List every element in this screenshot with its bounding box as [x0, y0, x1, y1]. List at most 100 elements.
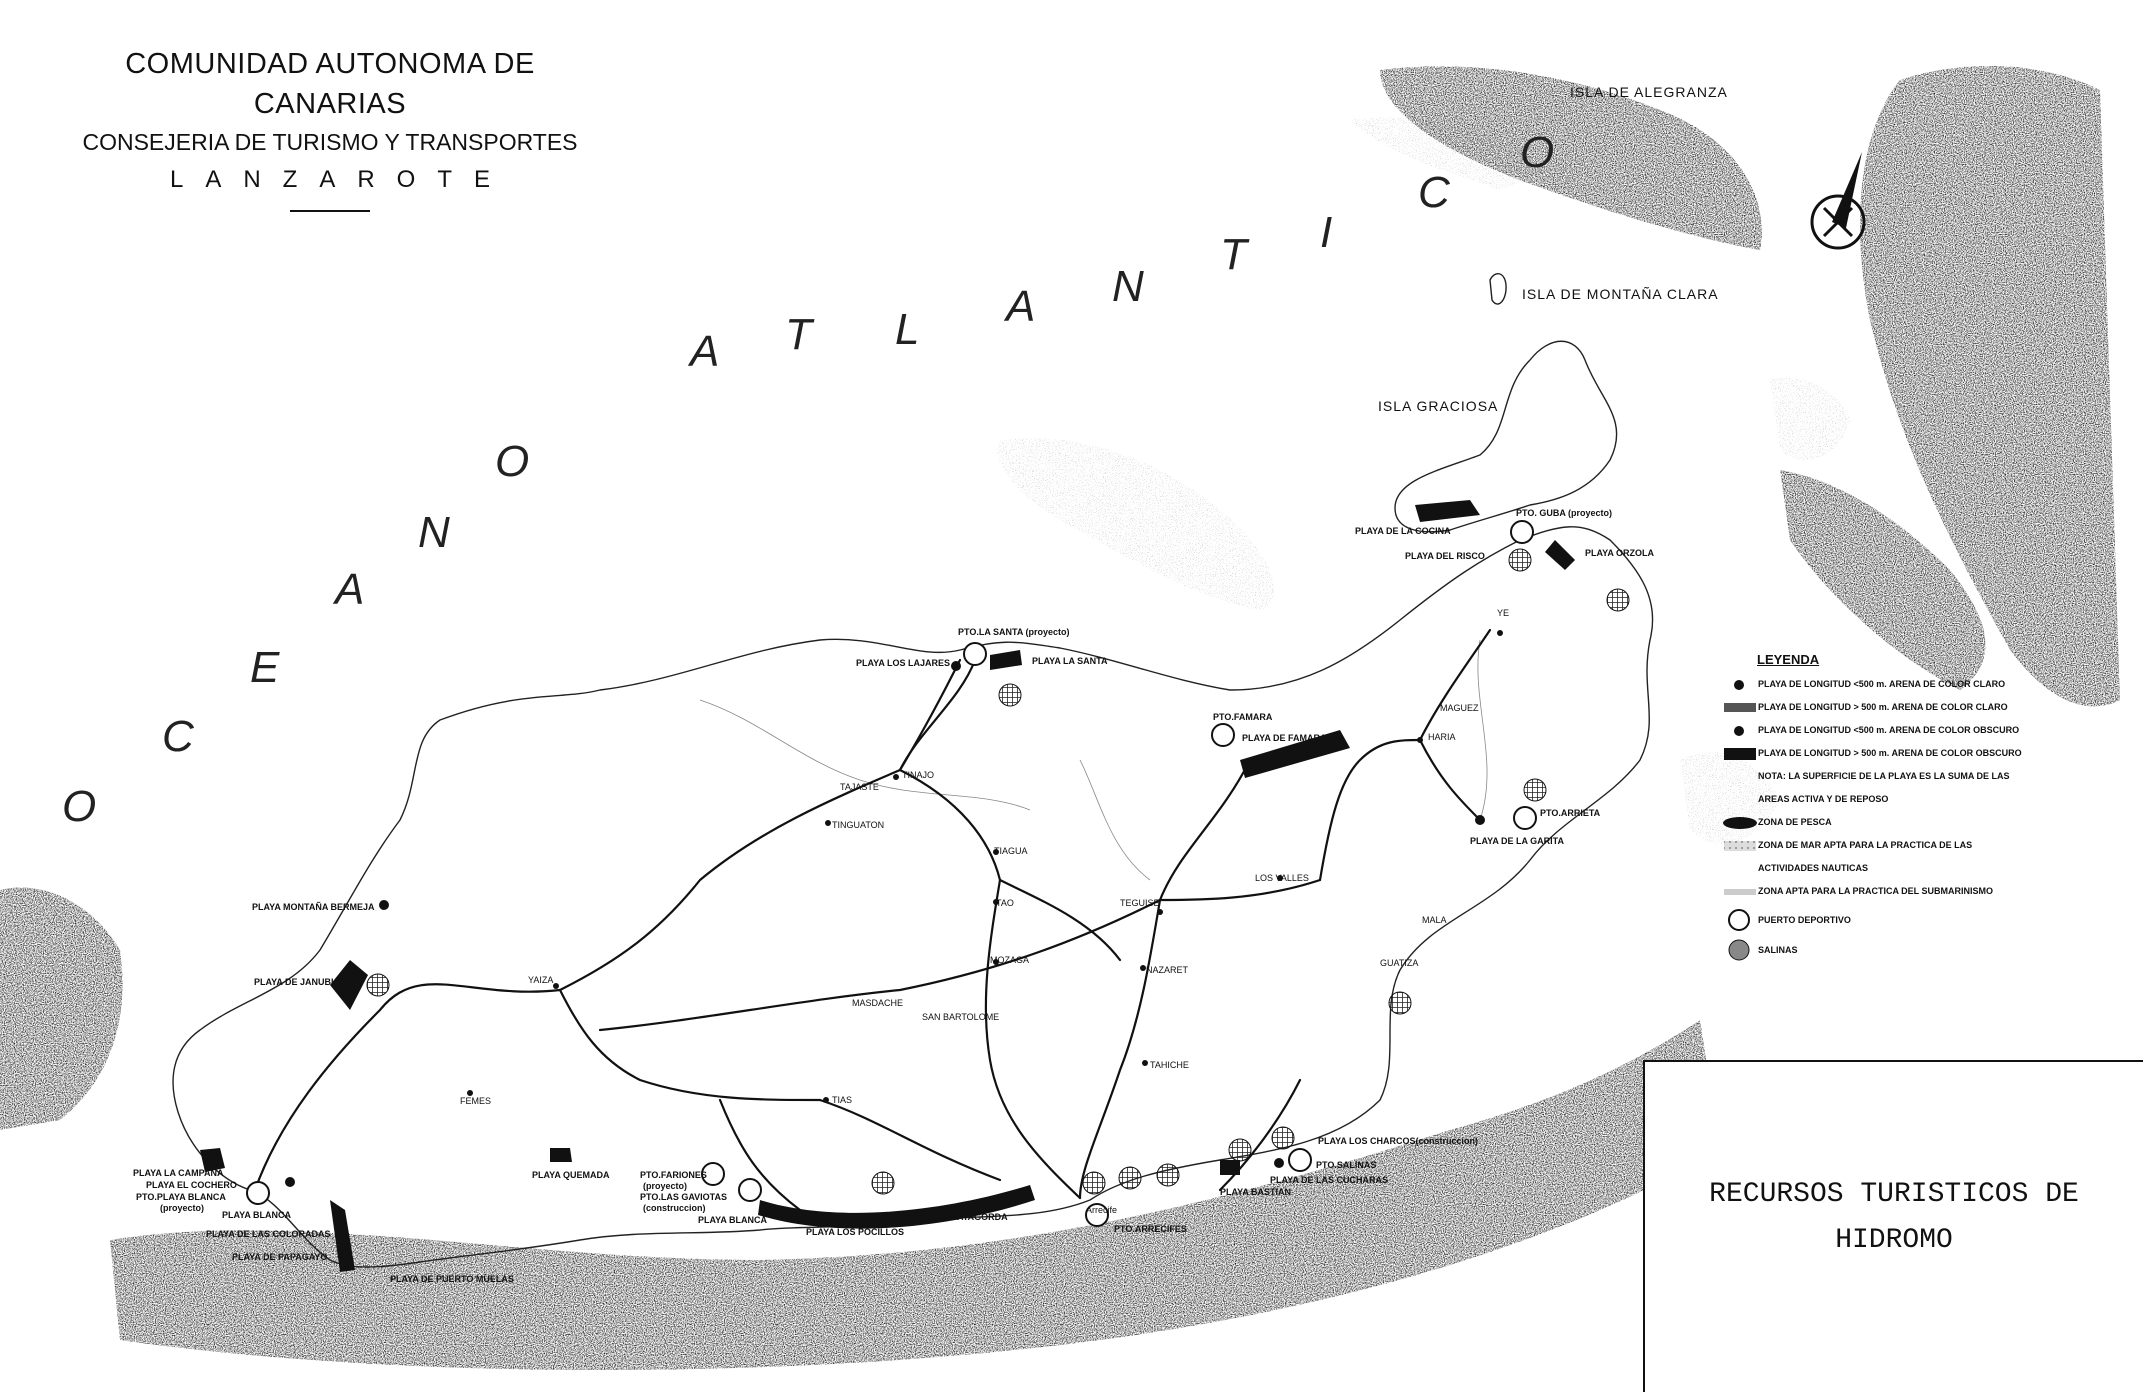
marinas	[246, 520, 1537, 1227]
label-pto-playa-blanca: PTO.PLAYA BLANCA	[136, 1192, 226, 1202]
label-playa-risco: PLAYA DEL RISCO	[1405, 551, 1485, 561]
legend-item: SALINAS	[1722, 939, 2142, 969]
label-playa-coloradas: PLAYA DE LAS COLORADAS	[206, 1229, 331, 1239]
label-pto-arrecifes: PTO.ARRECIFES	[1114, 1224, 1187, 1234]
label-playa-cochero: PLAYA EL COCHERO	[146, 1180, 237, 1190]
town-maguez: MAGUEZ	[1440, 703, 1479, 713]
legend-nautical-zone-icon	[1722, 840, 1758, 854]
label-playa-janubio: PLAYA DE JANUBIO	[254, 977, 341, 987]
label-playa-la-santa: PLAYA LA SANTA	[1032, 656, 1108, 666]
graciosa-coastline	[1394, 340, 1618, 533]
ocean-letter-a3: A	[1006, 282, 1036, 331]
legend-dot-icon	[1722, 725, 1758, 739]
legend-bar-hatched-icon	[1722, 702, 1758, 716]
map-title-line1: RECURSOS TURISTICOS DE	[1709, 1179, 2079, 1210]
map-title-line2: HIDROMO	[1835, 1225, 1953, 1256]
legend-title: LEYENDA	[1757, 652, 1820, 667]
ocean-letter-l: L	[895, 305, 920, 354]
label-pto-salinas: PTO.SALINAS	[1316, 1160, 1377, 1170]
label-graciosa: ISLA GRACIOSA	[1378, 398, 1499, 414]
ocean-letter-n2: N	[1112, 262, 1144, 311]
label-playa-garita: PLAYA DE LA GARITA	[1470, 836, 1565, 846]
ocean-letter-a2: A	[690, 327, 720, 376]
label-pto-gaviotas: PTO.LAS GAVIOTAS	[640, 1192, 728, 1202]
legend-marina-icon	[1722, 909, 1758, 931]
legend-bar-solid-icon	[1722, 748, 1758, 762]
label-playa-bermeja: PLAYA MONTAÑA BERMEJA	[252, 902, 375, 912]
label-pto-fariones: PTO.FARIONES	[640, 1170, 707, 1180]
legend-item: ZONA DE MAR APTA PARA LA PRACTICA DE LAS	[1722, 840, 2142, 863]
ocean-letter-o1: O	[62, 782, 97, 831]
label-playa-orzola: PLAYA ORZOLA	[1585, 548, 1655, 558]
town-teguise: TEGUISE	[1120, 898, 1160, 908]
label-pto-gaviotas-note: (construccion)	[643, 1203, 706, 1213]
label-playa-blanca-west: PLAYA BLANCA	[222, 1210, 292, 1220]
ocean-letter-o2: O	[495, 437, 530, 486]
salinas	[366, 548, 1630, 1195]
town-haria: HARIA	[1428, 732, 1456, 742]
small-beaches	[285, 661, 1485, 1187]
label-playa-cucharas: PLAYA DE LAS CUCHARAS	[1270, 1175, 1389, 1185]
town-yaiza: YAIZA	[528, 975, 554, 985]
town-san-bartolome: SAN BARTOLOME	[922, 1012, 1000, 1022]
ocean-letter-i: I	[1320, 208, 1333, 257]
town-ye: YE	[1497, 608, 1510, 618]
department-title: CONSEJERIA DE TURISMO Y TRANSPORTES	[82, 129, 578, 155]
legend-item: ACTIVIDADES NAUTICAS	[1758, 863, 1869, 873]
label-pto-fariones-note: (proyecto)	[643, 1181, 688, 1191]
town-mozaga: MOZAGA	[990, 955, 1030, 965]
label-playa-matagorda: PLAYA DEMATAGORDA	[906, 1212, 1008, 1222]
label-pto-la-santa: PTO.LA SANTA (proyecto)	[958, 627, 1070, 637]
legend-salinas-icon	[1722, 939, 1758, 961]
town-femes: FEMES	[460, 1096, 492, 1106]
ocean-letter-c1: C	[162, 712, 194, 761]
label-playa-lajares: PLAYA LOS LAJARES	[856, 658, 951, 668]
label-playa-quemada: PLAYA QUEMADA	[532, 1170, 610, 1180]
town-masdache: MASDACHE	[852, 998, 904, 1008]
label-pto-guba: PTO. GUBA (proyecto)	[1516, 508, 1613, 518]
title-box: RECURSOS TURISTICOS DE HIDROMO	[1643, 1060, 2143, 1392]
town-tinajo: TINAJO	[902, 770, 935, 780]
label-pto-playa-blanca-note: (proyecto)	[160, 1203, 205, 1213]
fishing-zones	[0, 66, 2120, 1370]
ocean-letter-n1: N	[418, 508, 450, 557]
map-title: RECURSOS TURISTICOS DE HIDROMO	[1645, 1172, 2143, 1264]
label-playa-famara: PLAYA DE FAMARA	[1242, 733, 1327, 743]
town-tinguaton: TINGUATON	[832, 820, 885, 830]
legend-dot-icon	[1722, 679, 1758, 693]
ocean-letter-t2: T	[1220, 230, 1247, 279]
town-guatiza: GUATIZA	[1380, 958, 1419, 968]
ocean-letter-o3: O	[1520, 128, 1555, 177]
header-rule	[290, 210, 370, 212]
label-montana-clara: ISLA DE MONTAÑA CLARA	[1522, 286, 1719, 302]
legend-item: PLAYA DE LONGITUD > 500 m. ARENA DE COLO…	[1722, 748, 2142, 771]
legend: LEYENDA PLAYA DE LONGITUD <500 m. ARENA …	[1722, 652, 2142, 969]
legend-item: PLAYA DE LONGITUD <500 m. ARENA DE COLOR…	[1722, 725, 2142, 748]
label-playa-puerto-muelas: PLAYA DE PUERTO MUELAS	[390, 1274, 514, 1284]
relief-lines	[699, 639, 1488, 881]
legend-diving-zone-icon	[1722, 886, 1758, 900]
town-tias: TIAS	[832, 1095, 853, 1105]
authority-title: COMUNIDAD AUTONOMA DE CANARIAS	[125, 48, 535, 120]
north-arrow-icon	[1810, 152, 1866, 250]
label-playa-campana: PLAYA LA CAMPANA	[133, 1168, 224, 1178]
label-playa-blanca-east: PLAYA BLANCA	[698, 1215, 768, 1225]
label-alegranza: ISLA DE ALEGRANZA	[1570, 84, 1728, 100]
label-playa-charcos: PLAYA LOS CHARCOS(construccion)	[1318, 1136, 1479, 1146]
town-tao: TAO	[996, 898, 1014, 908]
town-dots	[467, 630, 1503, 1103]
label-playa-papagayo: PLAYA DE PAPAGAYO	[232, 1252, 328, 1262]
map-header: COMUNIDAD AUTONOMA DE CANARIAS CONSEJERI…	[60, 44, 600, 212]
legend-item: NOTA: LA SUPERFICIE DE LA PLAYA ES LA SU…	[1758, 771, 2010, 781]
legend-item: PUERTO DEPORTIVO	[1722, 909, 2142, 939]
town-nazaret: NAZARET	[1146, 965, 1189, 975]
dark-beaches	[200, 500, 1575, 1272]
town-tajaste: TAJASTE	[840, 782, 879, 792]
town-tiagua: TIAGUA	[994, 846, 1028, 856]
legend-item: AREAS ACTIVA Y DE REPOSO	[1758, 794, 1889, 804]
legend-item: ZONA DE PESCA	[1722, 817, 2142, 840]
road-network	[253, 628, 1492, 1212]
label-pto-famara: PTO.FAMARA	[1213, 712, 1273, 722]
island-title: LANZAROTE	[169, 166, 513, 193]
ocean-letter-a1: A	[335, 565, 365, 614]
